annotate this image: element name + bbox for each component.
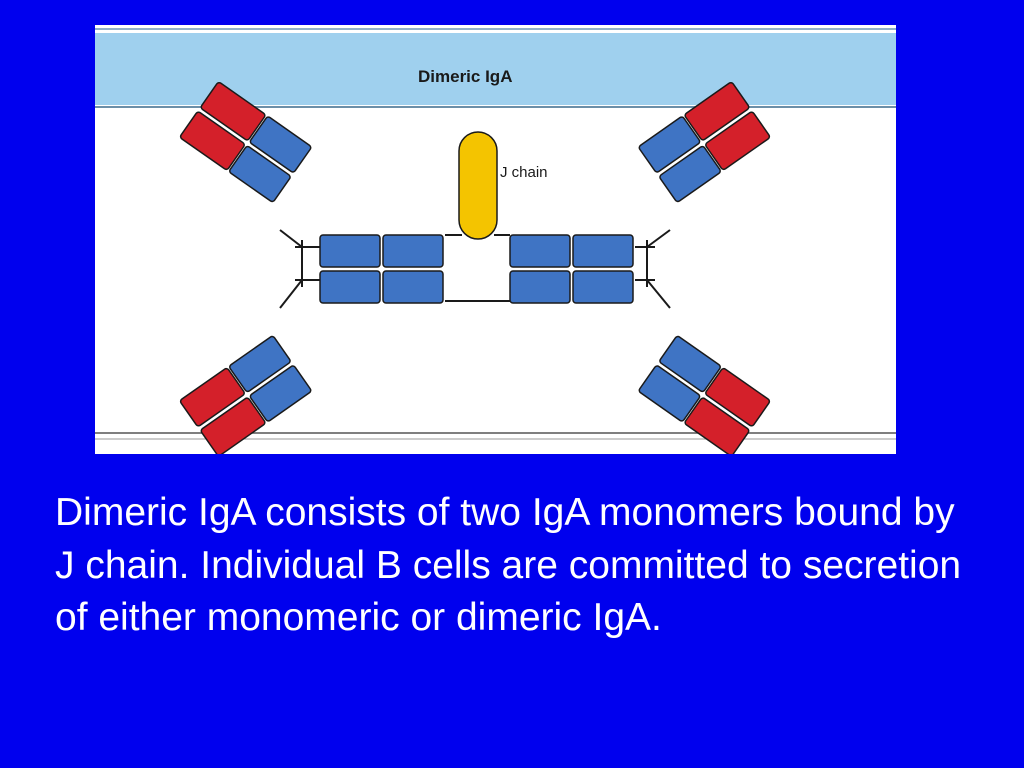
figure-title: Dimeric IgA xyxy=(418,67,512,86)
left-monomer-stem xyxy=(319,234,444,304)
dimeric-iga-diagram: Dimeric IgA J chain xyxy=(95,28,896,454)
slide-caption: Dimeric IgA consists of two IgA monomers… xyxy=(55,491,962,639)
fab-arm-lower-right xyxy=(638,335,771,454)
right-monomer-stem xyxy=(509,234,634,304)
j-chain xyxy=(458,131,498,240)
fab-arm-upper-left xyxy=(179,81,312,203)
connector-lines xyxy=(295,234,655,302)
hinge-connectors xyxy=(279,229,671,309)
fab-arm-lower-left xyxy=(179,335,312,454)
fab-arm-upper-right xyxy=(638,81,771,203)
j-chain-label: J chain xyxy=(500,164,548,181)
figure-panel: Dimeric IgA J chain xyxy=(95,25,896,454)
